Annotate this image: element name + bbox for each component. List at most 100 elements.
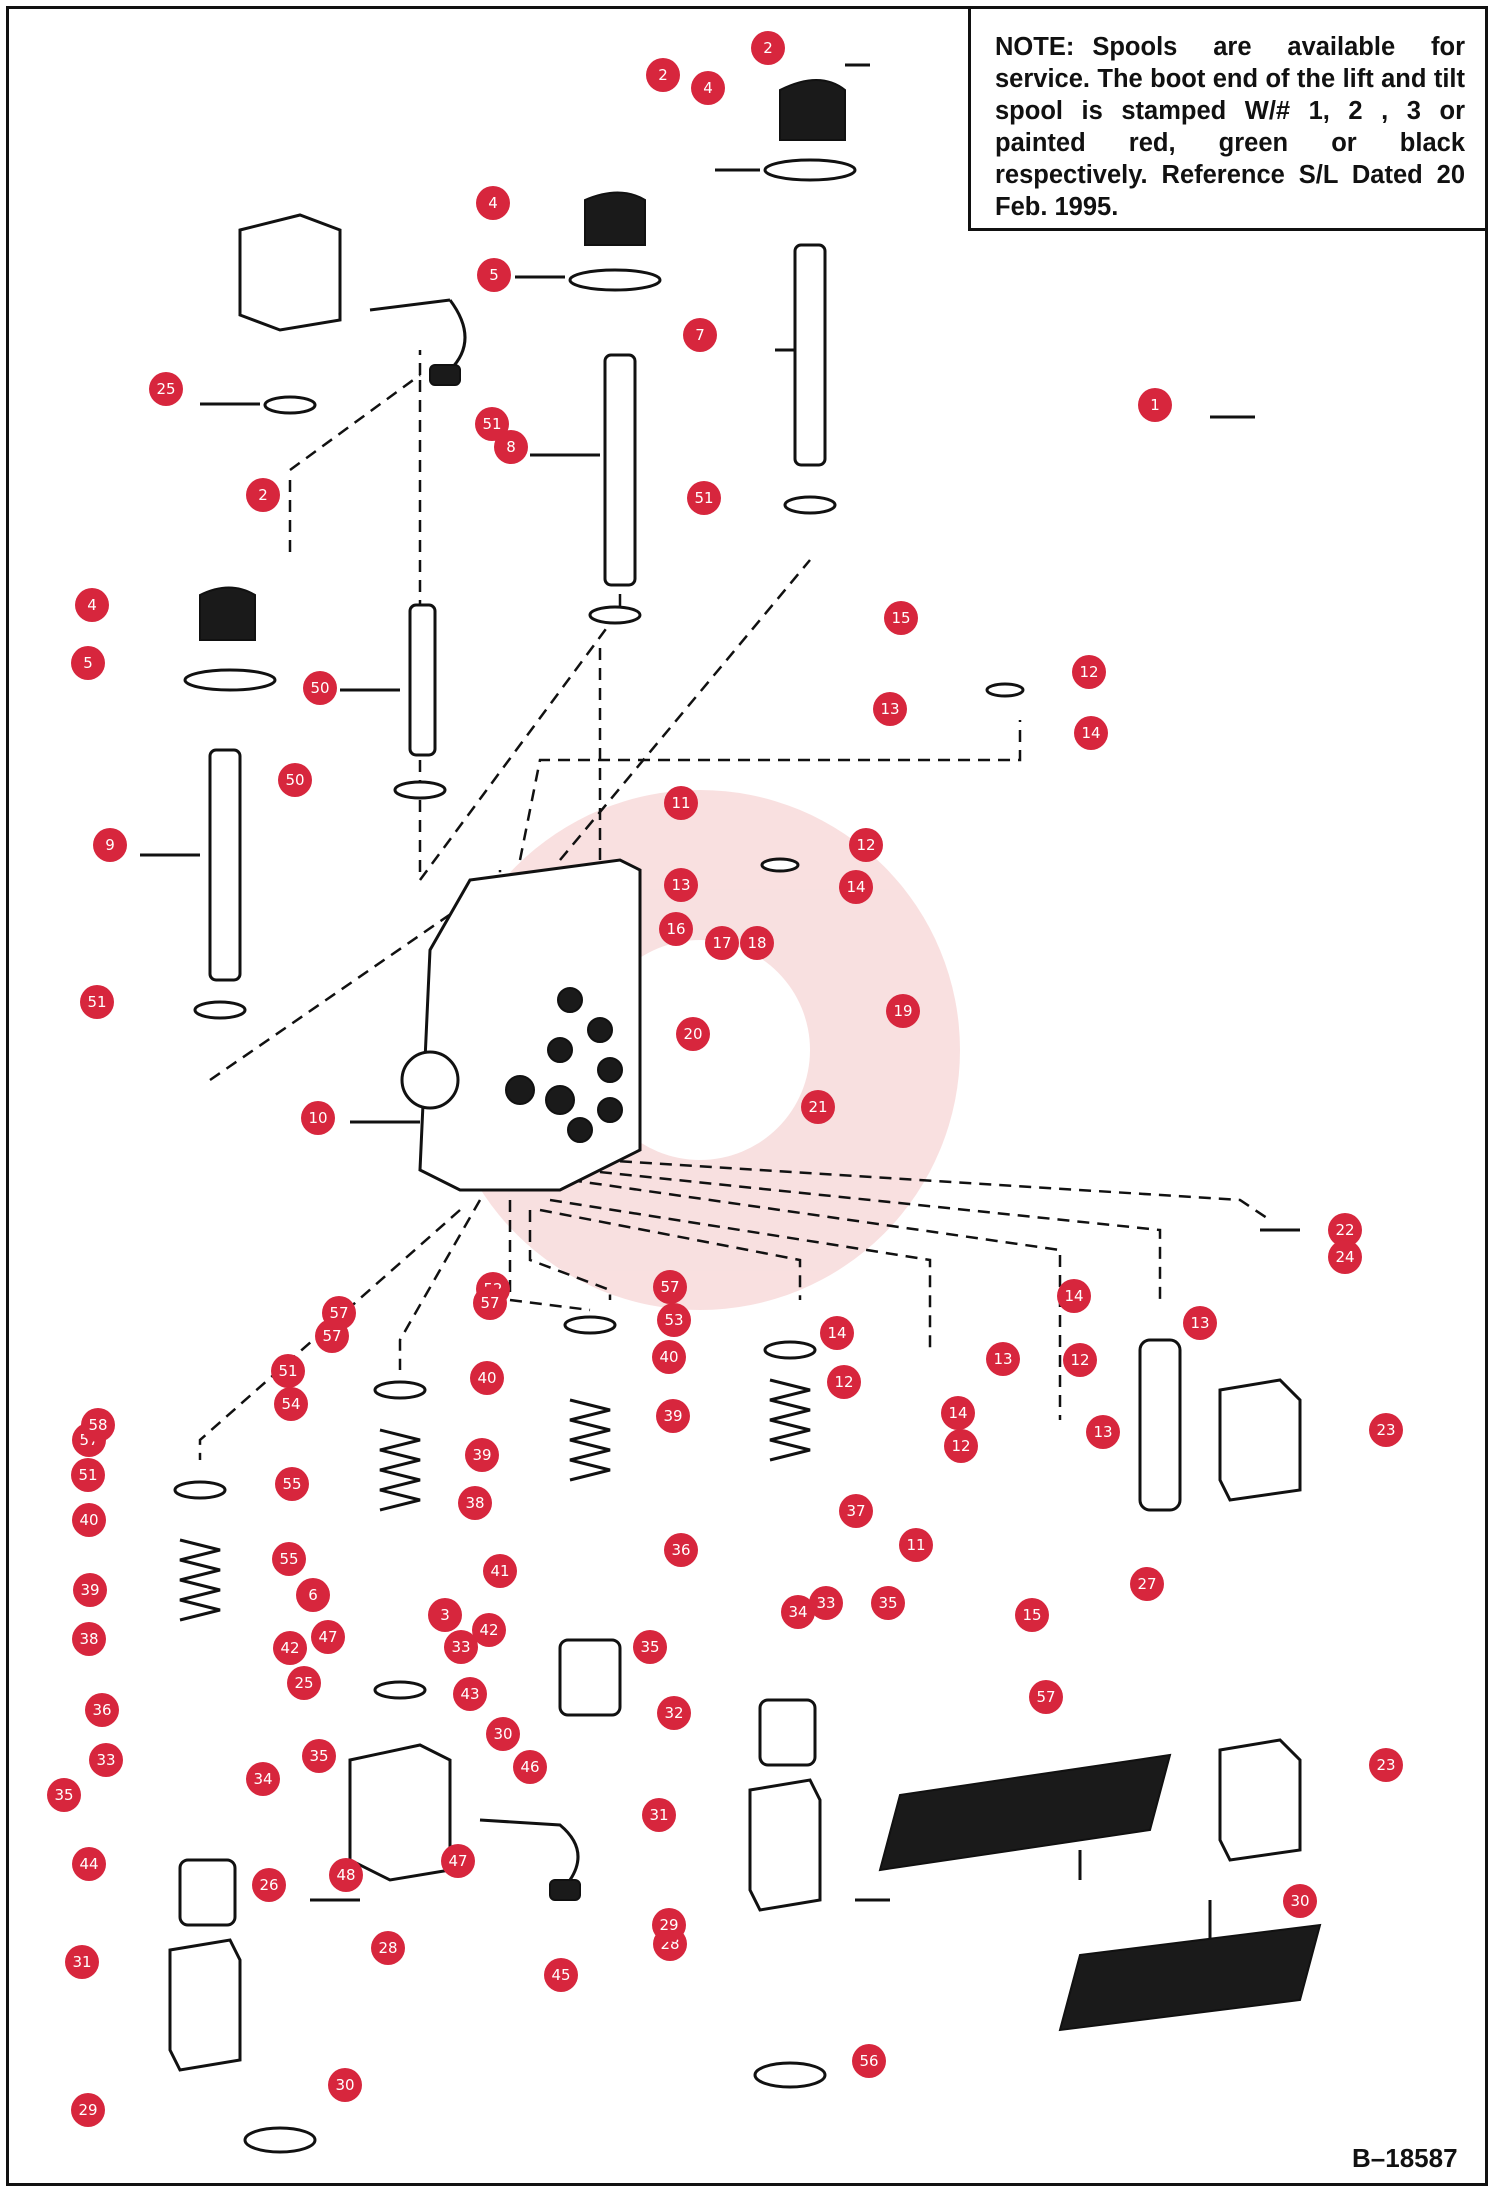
callout-29: 29: [652, 1908, 686, 1942]
callout-marker: [1072, 655, 1106, 689]
callout-marker: [311, 1620, 345, 1654]
callout-4: 4: [75, 588, 109, 622]
callout-3: 3: [428, 1598, 462, 1632]
callout-label: 5: [83, 654, 93, 672]
callout-22: 22: [1328, 1213, 1362, 1247]
callout-marker: [477, 258, 511, 292]
callout-label: 22: [1335, 1221, 1354, 1239]
callout-label: 54: [281, 1395, 300, 1413]
solenoid-block-bottom: [348, 1743, 581, 1901]
callout-label: 20: [683, 1025, 702, 1043]
callout-marker: [93, 828, 127, 862]
callout-marker: [272, 1542, 306, 1576]
callout-14: 14: [820, 1316, 854, 1350]
callout-label: 13: [880, 700, 899, 718]
callout-39: 39: [465, 1438, 499, 1472]
assembly-lines: [198, 350, 1271, 1460]
callout-marker: [458, 1486, 492, 1520]
callout-16: 16: [659, 912, 693, 946]
callout-marker: [1074, 716, 1108, 750]
callout-57: 57: [653, 1270, 687, 1304]
callout-marker: [653, 1270, 687, 1304]
callout-marker: [89, 1743, 123, 1777]
callout-label: 16: [666, 920, 685, 938]
callout-28: 28: [371, 1931, 405, 1965]
callout-marker: [475, 407, 509, 441]
callout-marker: [646, 58, 680, 92]
callout-marker: [656, 1399, 690, 1433]
callout-27: 27: [1130, 1567, 1164, 1601]
callout-marker: [71, 646, 105, 680]
callout-label: 23: [1376, 1756, 1395, 1774]
callout-40: 40: [652, 1340, 686, 1374]
callout-label: 30: [335, 2076, 354, 2094]
callout-marker: [465, 1438, 499, 1472]
callout-label: 29: [78, 2101, 97, 2119]
callout-2: 2: [646, 58, 680, 92]
callout-35: 35: [871, 1586, 905, 1620]
callout-marker: [71, 1458, 105, 1492]
callout-label: 34: [788, 1603, 807, 1621]
callout-31: 31: [642, 1798, 676, 1832]
callout-label: 12: [1079, 663, 1098, 681]
callout-label: 39: [663, 1407, 682, 1425]
callout-30: 30: [486, 1717, 520, 1751]
callout-label: 57: [660, 1278, 679, 1296]
callout-marker: [494, 430, 528, 464]
callout-10: 10: [301, 1101, 335, 1135]
callout-marker: [303, 671, 337, 705]
note-label: NOTE:: [995, 33, 1075, 61]
callout-label: 26: [259, 1876, 278, 1894]
callout-label: 40: [477, 1369, 496, 1387]
callout-label: 40: [659, 1348, 678, 1366]
callout-label: 11: [671, 794, 690, 812]
callout-35: 35: [302, 1739, 336, 1773]
callout-label: 6: [308, 1586, 318, 1604]
callout-label: 51: [278, 1362, 297, 1380]
callout-50: 50: [303, 671, 337, 705]
callout-marker: [473, 1286, 507, 1320]
callout-marker: [1029, 1680, 1063, 1714]
callout-14: 14: [839, 870, 873, 904]
callout-4: 4: [691, 71, 725, 105]
callout-marker: [47, 1778, 81, 1812]
callout-label: 10: [308, 1109, 327, 1127]
callout-label: 35: [640, 1638, 659, 1656]
callout-label: 38: [465, 1494, 484, 1512]
callout-label: 51: [87, 993, 106, 1011]
callout-marker: [73, 1573, 107, 1607]
callout-4: 4: [476, 186, 510, 220]
callout-8: 8: [494, 430, 528, 464]
callout-label: 55: [282, 1475, 301, 1493]
callout-51: 51: [271, 1354, 305, 1388]
callout-marker: [801, 1090, 835, 1124]
boot-parts: [183, 79, 857, 692]
callout-42: 42: [273, 1631, 307, 1665]
callout-label: 12: [834, 1373, 853, 1391]
callout-marker: [252, 1868, 286, 1902]
callout-label: 15: [1022, 1606, 1041, 1624]
solenoid-block-top: [238, 213, 467, 386]
callout-55: 55: [275, 1467, 309, 1501]
callout-marker: [301, 1101, 335, 1135]
callout-label: 46: [520, 1758, 539, 1776]
callout-marker: [149, 372, 183, 406]
callout-marker: [486, 1717, 520, 1751]
callout-12: 12: [1072, 655, 1106, 689]
callout-label: 31: [649, 1806, 668, 1824]
callout-marker: [664, 786, 698, 820]
callout-marker: [781, 1595, 815, 1629]
callout-label: 42: [280, 1639, 299, 1657]
callout-marker: [899, 1528, 933, 1562]
callout-56: 56: [852, 2044, 886, 2078]
callout-label: 40: [79, 1511, 98, 1529]
callout-marker: [322, 1296, 356, 1330]
callout-marker: [871, 1586, 905, 1620]
callout-label: 33: [96, 1751, 115, 1769]
callout-label: 44: [79, 1855, 98, 1873]
callout-57: 57: [473, 1286, 507, 1320]
callout-marker: [691, 71, 725, 105]
callout-5: 5: [477, 258, 511, 292]
callout-label: 51: [482, 415, 501, 433]
